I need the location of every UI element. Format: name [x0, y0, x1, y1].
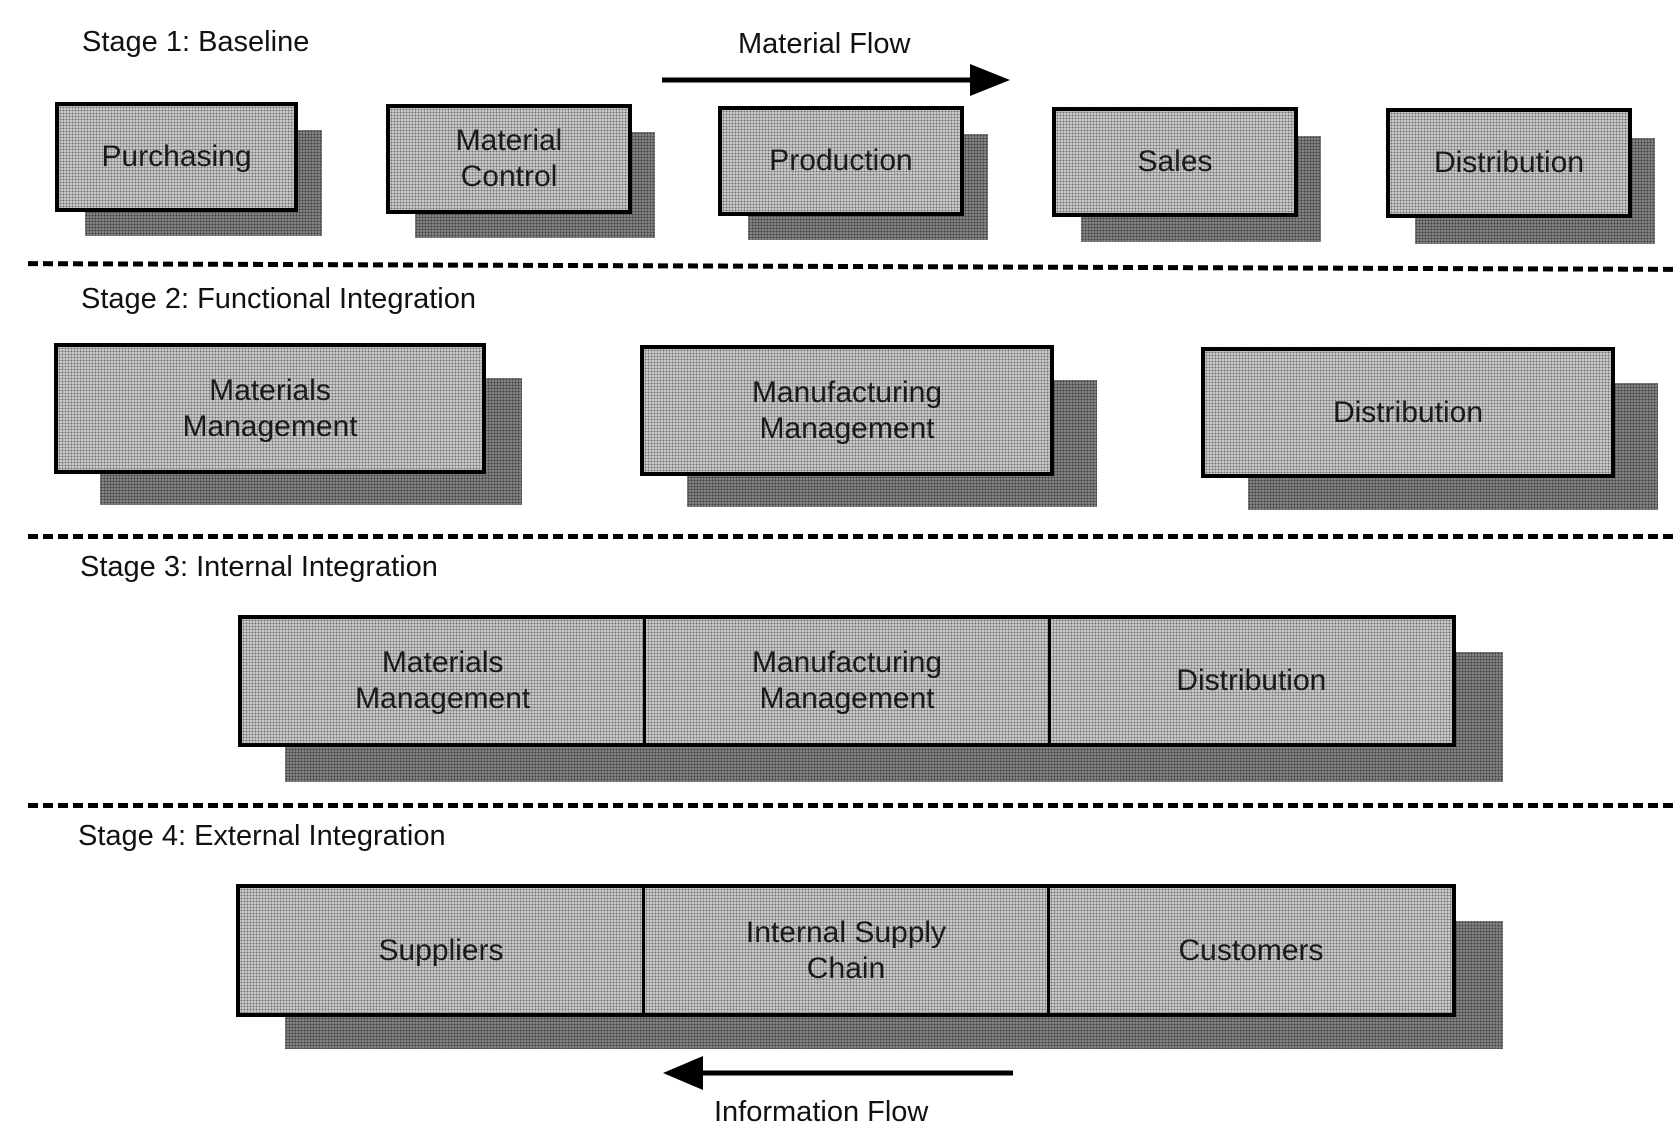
box-label: Distribution [1332, 395, 1484, 429]
cell-label: Distribution [1176, 664, 1327, 697]
cell-label: Manufacturing Management [751, 646, 943, 715]
information-flow-label: Information Flow [714, 1096, 929, 1128]
stage-1-title: Stage 1: Baseline [82, 26, 310, 58]
cell-label: Customers [1178, 933, 1324, 967]
internal-supply-chain-cell: Internal Supply Chain [642, 888, 1047, 1013]
box-label: Distribution [1433, 146, 1585, 179]
stage-divider-3 [28, 803, 1673, 808]
sales-box: Sales [1052, 107, 1298, 217]
purchasing-box: Purchasing [55, 102, 298, 212]
manufacturing-management-box: Manufacturing Management [640, 345, 1054, 476]
box-label: Manufacturing Management [751, 375, 943, 445]
stage-divider-1 [27, 261, 1674, 272]
distribution-box: Distribution [1386, 108, 1632, 218]
cell-label: Suppliers [378, 933, 504, 967]
information-flow-arrow [663, 1056, 1013, 1090]
stage-3-title: Stage 3: Internal Integration [80, 551, 438, 583]
distribution-box: Distribution [1201, 347, 1615, 478]
material-control-box: Material Control [386, 104, 632, 214]
internal-integration-row: Materials Management Manufacturing Manag… [238, 615, 1456, 747]
stage-divider-2 [28, 534, 1673, 539]
suppliers-cell: Suppliers [240, 888, 642, 1013]
stage-2-title: Stage 2: Functional Integration [81, 283, 476, 315]
box-label: Sales [1137, 145, 1213, 178]
box-label: Materials Management [182, 373, 358, 443]
materials-management-cell: Materials Management [242, 619, 643, 743]
distribution-cell: Distribution [1047, 619, 1452, 743]
material-flow-arrow [662, 64, 1010, 96]
production-box: Production [718, 106, 964, 216]
cell-label: Materials Management [355, 646, 531, 715]
stage-4-title: Stage 4: External Integration [78, 820, 446, 852]
material-flow-label: Material Flow [738, 28, 911, 60]
box-label: Production [769, 144, 913, 177]
materials-management-box: Materials Management [54, 343, 486, 474]
manufacturing-management-cell: Manufacturing Management [643, 619, 1047, 743]
cell-label: Internal Supply Chain [745, 915, 947, 985]
external-integration-row: Suppliers Internal Supply Chain Customer… [236, 884, 1456, 1017]
box-label: Purchasing [101, 140, 252, 173]
customers-cell: Customers [1047, 888, 1452, 1013]
box-label: Material Control [455, 124, 563, 193]
